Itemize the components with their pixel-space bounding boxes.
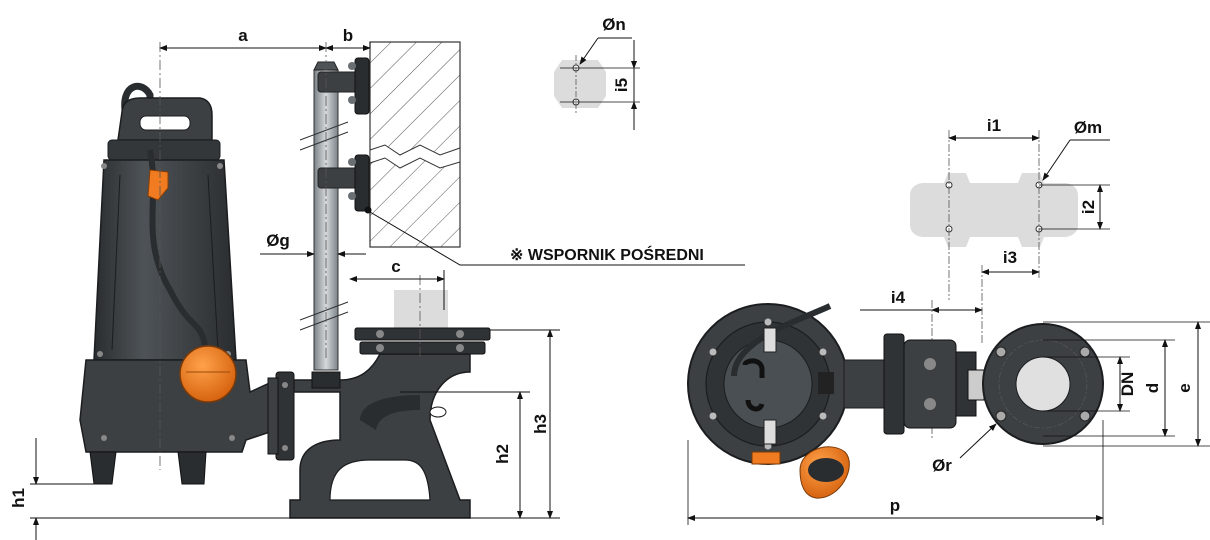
label-c: c <box>391 257 400 276</box>
note-intermediate-bracket: ※ WSPORNIK POŚREDNI <box>510 245 704 264</box>
label-dn: DN <box>1118 372 1137 397</box>
label-i3: i3 <box>1003 248 1017 267</box>
label-g: Øg <box>266 231 290 250</box>
label-p: p <box>890 496 900 515</box>
top-view-labels: DN d e p Ør <box>890 372 1194 515</box>
label-e: e <box>1175 383 1194 392</box>
foot-plate-template: i1 i2 Øm i3 i4 <box>860 116 1110 440</box>
label-r: Ør <box>932 456 952 475</box>
rail-bracket-intermediate <box>317 154 372 214</box>
bracket-template-small: Øn i5 <box>554 15 640 130</box>
dimension-lines <box>30 42 745 540</box>
label-h2: h2 <box>493 444 512 464</box>
guide-rail <box>299 61 349 371</box>
top-view-dimensions <box>687 321 1210 525</box>
wall <box>369 41 461 248</box>
dimension-labels: a b Øg c h1 h2 h3 <box>9 26 550 508</box>
label-n: Øn <box>602 15 626 34</box>
rail-bracket-upper <box>317 57 370 115</box>
label-i2: i2 <box>1079 200 1098 214</box>
label-h1: h1 <box>9 488 28 508</box>
label-i1: i1 <box>987 116 1001 135</box>
label-i4: i4 <box>891 288 906 307</box>
label-m: Øm <box>1074 118 1102 137</box>
label-d: d <box>1143 383 1162 393</box>
label-a: a <box>238 26 248 45</box>
center-lines <box>159 42 421 470</box>
label-b: b <box>343 26 353 45</box>
label-i5: i5 <box>612 78 631 92</box>
top-view <box>687 303 1104 499</box>
label-h3: h3 <box>531 414 550 434</box>
discharge-foot <box>289 290 491 519</box>
side-view: a b Øg c h1 h2 h3 ※ WSPORNIK POŚREDNI <box>9 26 745 540</box>
pump-motor <box>79 82 295 485</box>
